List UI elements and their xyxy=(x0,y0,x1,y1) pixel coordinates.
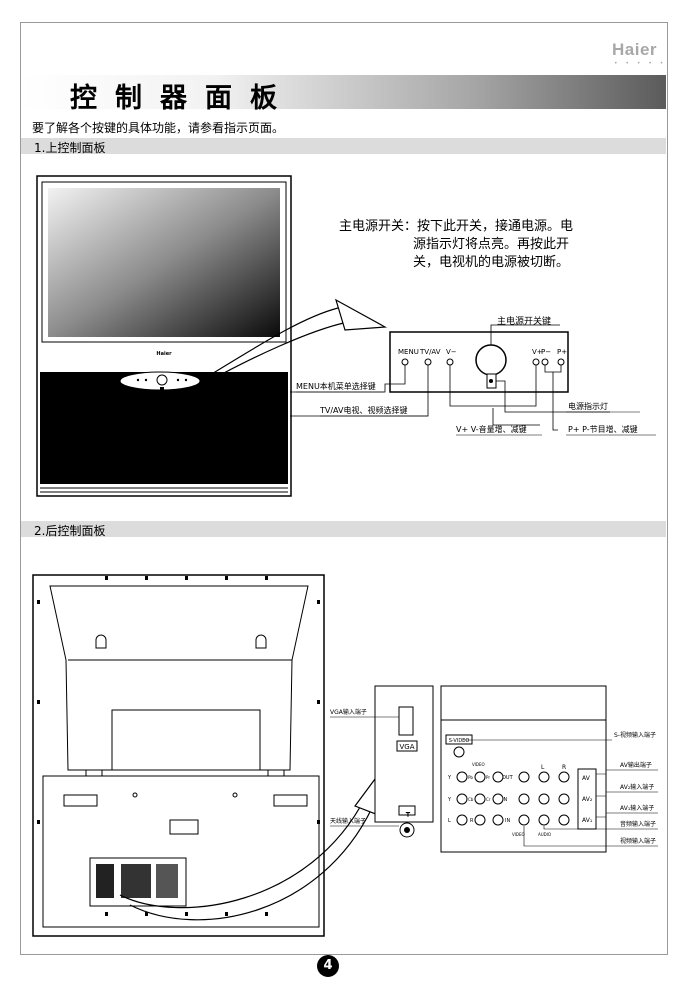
svg-text:VIDEO: VIDEO xyxy=(512,832,525,837)
tv-front-illustration: Haier xyxy=(36,175,292,497)
section1-bar xyxy=(21,138,666,154)
tv-rear-illustration xyxy=(32,574,325,937)
control-panel-closeup: MENU TV/AV V− V+ P− P+ xyxy=(389,331,569,393)
vga-antenna-panel: VGA ┳ xyxy=(374,685,434,838)
label-audio-in: 音频输入端子 xyxy=(620,820,656,828)
svg-text:Cr: Cr xyxy=(486,797,491,802)
main-power-button xyxy=(475,344,507,376)
label-av2-in: AV₂输入端子 xyxy=(620,783,654,791)
svg-text:L: L xyxy=(448,818,451,824)
vplus-button xyxy=(532,358,540,366)
page-frame xyxy=(20,22,668,955)
tvav-button xyxy=(424,358,432,366)
vga-port xyxy=(398,706,414,736)
svg-text:AV₁: AV₁ xyxy=(582,817,593,824)
svg-text:OUT: OUT xyxy=(502,775,514,781)
power-switch-description: 主电源开关：按下此开关，接通电源。电 源指示灯将点亮。再按此开 关，电视机的电源… xyxy=(339,218,573,272)
pplus-button-label: P+ xyxy=(557,348,567,356)
label-tvav-key: TV/AV电视、视频选择键 xyxy=(319,405,408,415)
menu-button xyxy=(401,358,409,366)
svg-text:Pr: Pr xyxy=(486,775,490,780)
svg-text:IN: IN xyxy=(505,818,510,824)
vminus-button-label: V− xyxy=(446,348,457,356)
vplus-button-label: V+ xyxy=(532,348,543,356)
label-indicator: 电源指示灯 xyxy=(568,401,608,411)
svg-text:Y: Y xyxy=(447,797,452,803)
pplus-button xyxy=(557,358,565,366)
svg-text:IN: IN xyxy=(502,797,507,803)
page-title: 控制器面板 xyxy=(70,83,295,114)
svg-text:Pb: Pb xyxy=(468,775,473,780)
label-video-in: 视频输入端子 xyxy=(620,837,656,845)
label-volume-key: V+ V-音量增、减键 xyxy=(456,424,527,434)
rear-leader-lines xyxy=(464,739,658,847)
antenna-symbol: ┳ xyxy=(406,809,411,817)
av-terminal-panel: S-VIDEO VIDEO Y Y L Pb Pr Cb Cr R OUT IN… xyxy=(440,685,607,853)
svg-text:R: R xyxy=(470,818,474,824)
page-number: 4 xyxy=(317,955,339,977)
rear-arrow xyxy=(119,797,366,909)
pminus-button xyxy=(541,358,549,366)
power-indicator xyxy=(489,379,493,383)
label-power-key: 主电源开关键 xyxy=(497,315,551,327)
svg-text:AV: AV xyxy=(582,775,591,782)
tvav-button-label: TV/AV xyxy=(419,348,441,356)
tv-screen xyxy=(48,188,280,337)
label-svideo-in: S-视频输入端子 xyxy=(614,731,656,739)
vga-label: VGA xyxy=(399,743,414,751)
brand-logo: Haier xyxy=(612,40,658,59)
section1-heading: 1.上控制面板 xyxy=(34,141,106,155)
label-av1-in: AV₁输入端子 xyxy=(620,804,654,812)
svg-text:AUDIO: AUDIO xyxy=(538,832,551,837)
section2-heading: 2.后控制面板 xyxy=(34,524,106,538)
svg-text:Cb: Cb xyxy=(468,797,474,802)
label-menu-key: MENU本机菜单选择键 xyxy=(296,381,376,391)
svg-text:R: R xyxy=(562,764,566,771)
desc-line-3: 关，电视机的电源被切断。 xyxy=(413,255,570,270)
title-band xyxy=(21,75,666,109)
label-vga-input: VGA输入端子 xyxy=(330,708,367,716)
video-label: VIDEO xyxy=(472,762,485,767)
label-antenna-input: 天线输入端子 xyxy=(330,817,366,825)
brand-dots: • • • • • xyxy=(614,60,667,67)
front-arrow xyxy=(199,321,349,387)
label-av-out: AV输出端子 xyxy=(620,761,652,769)
pminus-button-label: P− xyxy=(541,348,551,356)
label-program-key: P+ P-节目增、减键 xyxy=(568,424,638,434)
desc-line-1: 主电源开关：按下此开关，接通电源。电 xyxy=(339,219,574,234)
desc-line-2: 源指示灯将点亮。再按此开 xyxy=(413,237,570,252)
vminus-button xyxy=(446,358,454,366)
intro-text: 要了解各个按键的具体功能，请参看指示页面。 xyxy=(32,121,285,135)
svg-text:L: L xyxy=(541,764,545,771)
section2-bar xyxy=(21,521,666,537)
menu-button-label: MENU xyxy=(398,348,419,356)
svideo-port xyxy=(453,746,465,758)
svideo-label: S-VIDEO xyxy=(449,738,470,744)
svg-text:AV₂: AV₂ xyxy=(582,796,593,803)
svg-text:Y: Y xyxy=(447,775,452,781)
tv-logo: Haier xyxy=(156,351,172,357)
